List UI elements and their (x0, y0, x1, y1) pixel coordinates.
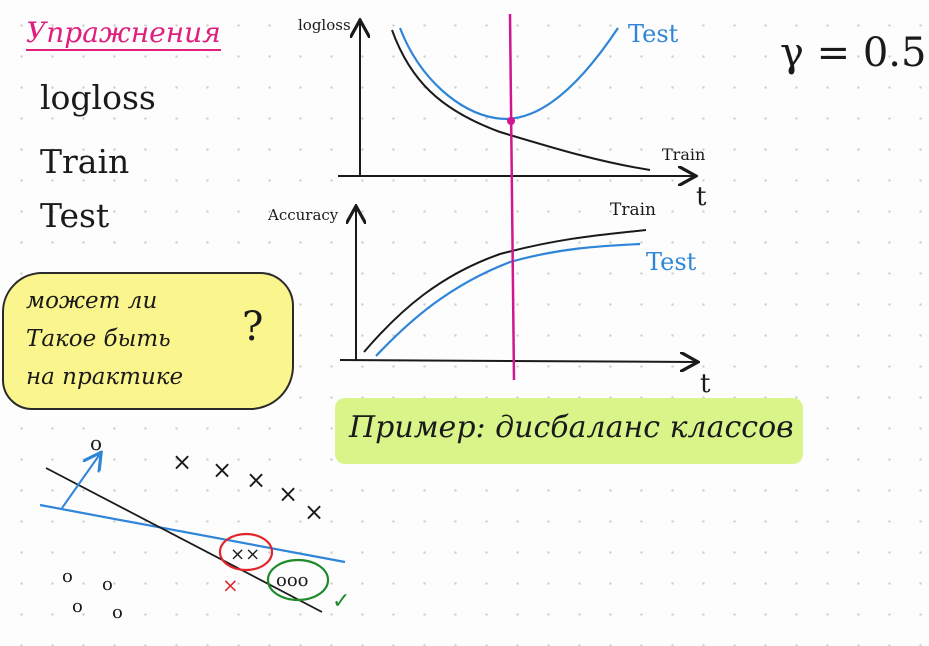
bottom-ylabel: Accuracy (267, 206, 339, 224)
list-item-test: Test (40, 196, 110, 235)
bottom-x-axis (339, 360, 696, 362)
bottom-train-curve (363, 229, 647, 353)
question-mark: ? (242, 304, 264, 350)
question-bubble: может ли Такое быть на практике ? (2, 272, 294, 410)
circled-o-group: ooo (276, 570, 309, 591)
example-banner: Пример: дисбаланс классов (335, 398, 803, 464)
list-item-logloss: logloss (40, 78, 156, 117)
bottom-xlabel: t (700, 369, 711, 399)
bottom-test-curve (375, 242, 641, 357)
circled-x-pair: ×× (230, 544, 260, 565)
top-test-curve (398, 27, 619, 120)
o-point: o (62, 566, 73, 587)
x-mark: × (172, 448, 192, 476)
test-minimum-point (507, 117, 515, 125)
o-point: o (72, 596, 83, 617)
bottom-test-label: Test (646, 248, 697, 276)
green-check-mark: ✓ (332, 589, 350, 614)
optimal-time-marker (508, 13, 516, 381)
top-xlabel: t (696, 182, 707, 212)
misclassified-circle (218, 532, 274, 572)
example-text: Пример: дисбаланс классов (349, 410, 794, 445)
top-circle: o (90, 431, 102, 455)
question-line: Такое быть (26, 326, 171, 352)
top-train-curve (391, 29, 651, 171)
o-point: o (112, 602, 123, 623)
normal-vector-arrow (61, 454, 100, 509)
red-cross-mark: × (222, 573, 239, 597)
top-train-label: Train (662, 145, 705, 164)
blue-separating-line (39, 503, 346, 564)
question-line: на практике (26, 364, 184, 390)
o-point: o (102, 574, 113, 595)
exercise-title: Упражнения (26, 18, 221, 52)
question-line: может ли (26, 288, 158, 314)
correct-circle (266, 558, 330, 602)
list-item-train: Train (40, 142, 130, 181)
x-mark: × (278, 480, 298, 508)
x-mark: × (246, 466, 266, 494)
top-ylabel: logloss (298, 16, 351, 34)
black-separating-line (45, 467, 323, 613)
gamma-value: γ = 0.5 (780, 30, 927, 76)
x-mark: × (212, 456, 232, 484)
top-test-label: Test (628, 20, 679, 48)
bottom-train-label: Train (610, 200, 656, 220)
x-mark: × (304, 498, 324, 526)
